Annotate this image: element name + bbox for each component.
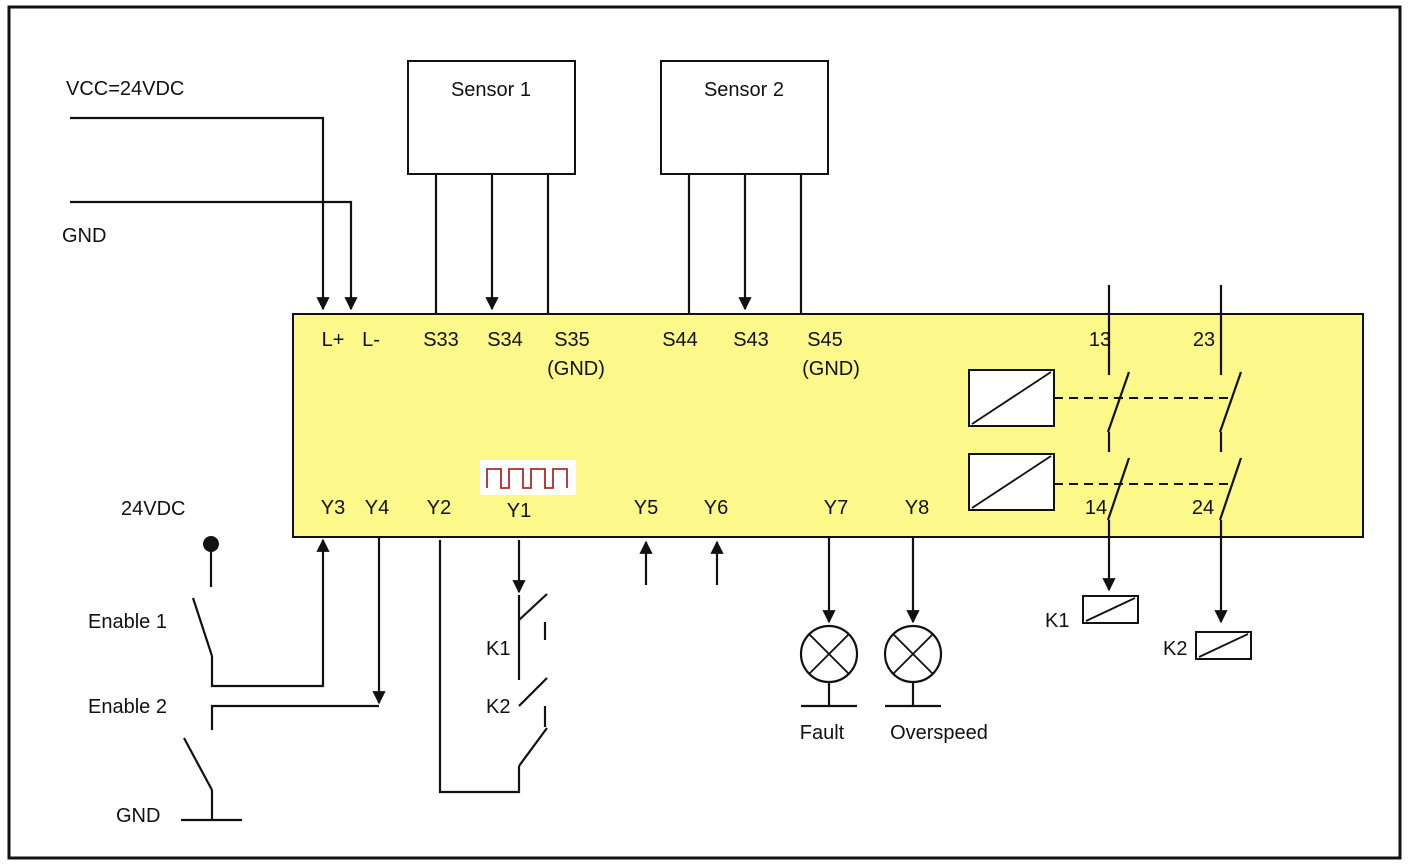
terminal-13: 13 — [1089, 329, 1111, 351]
sensor-2-box — [660, 60, 829, 175]
enable-1-to-y3-wire — [210, 538, 330, 688]
terminal-14: 14 — [1085, 497, 1107, 519]
pulse-signal-icon — [480, 460, 576, 495]
k1-coil-symbol — [1082, 595, 1139, 624]
feedback-loop-wire — [438, 540, 521, 794]
sensor-1-box — [407, 60, 576, 175]
enable-2-label: Enable 2 — [88, 696, 167, 718]
terminal-y7: Y7 — [824, 497, 848, 519]
terminal-24: 24 — [1192, 497, 1214, 519]
enable-2-wire — [210, 704, 379, 730]
terminal-y1: Y1 — [507, 500, 531, 522]
enable-1-switch-blade — [191, 597, 214, 657]
terminal-s45: S45 — [807, 329, 843, 351]
terminal-lminus: L- — [362, 329, 380, 351]
contact-14-blade — [1106, 457, 1131, 521]
gnd-top-label: GND — [62, 225, 106, 247]
terminal-s33: S33 — [423, 329, 459, 351]
gnd-wire — [70, 200, 358, 311]
k2-coil-label: K2 — [1163, 638, 1187, 660]
k2-switch-label: K2 — [486, 696, 510, 718]
k2-contact-blade — [518, 677, 548, 707]
relay-coil-lower — [968, 453, 1055, 511]
k1-contact-blade — [518, 593, 548, 621]
sensor-2-label: Sensor 2 — [704, 79, 784, 101]
terminal-y6: Y6 — [704, 497, 728, 519]
k2-coil-symbol — [1195, 631, 1252, 660]
terminal-23: 23 — [1193, 329, 1215, 351]
enable-1-label: Enable 1 — [88, 611, 167, 633]
terminal-s35: S35 — [554, 329, 590, 351]
terminal-s35-sub: (GND) — [547, 358, 605, 380]
terminal-y2: Y2 — [427, 497, 451, 519]
terminal-y4: Y4 — [365, 497, 389, 519]
terminal-s44: S44 — [662, 329, 698, 351]
overspeed-label: Overspeed — [890, 722, 988, 744]
terminal-y3: Y3 — [321, 497, 345, 519]
contact-23-blade — [1218, 371, 1243, 433]
k1-switch-label: K1 — [486, 638, 510, 660]
terminal-y5: Y5 — [634, 497, 658, 519]
terminal-lplus: L+ — [322, 329, 345, 351]
overspeed-lamp-icon — [883, 624, 943, 708]
fault-lamp-icon — [799, 624, 859, 708]
vcc-label: VCC=24VDC — [66, 78, 184, 100]
terminal-s34: S34 — [487, 329, 523, 351]
safety-module-body — [292, 313, 1364, 538]
k1-coil-label: K1 — [1045, 610, 1069, 632]
supply-24vdc-label: 24VDC — [121, 498, 185, 520]
terminal-y8: Y8 — [905, 497, 929, 519]
contact-13-blade — [1106, 371, 1131, 433]
enable-2-switch-blade — [183, 737, 213, 791]
vcc-wire — [70, 116, 330, 311]
fault-label: Fault — [800, 722, 845, 744]
contact-24-blade — [1218, 457, 1243, 521]
k2-contact-lower-blade — [518, 727, 548, 767]
sensor-1-label: Sensor 1 — [451, 79, 531, 101]
relay-coil-upper — [968, 369, 1055, 427]
gnd-bottom-label: GND — [116, 805, 160, 827]
terminal-s43: S43 — [733, 329, 769, 351]
terminal-s45-sub: (GND) — [802, 358, 860, 380]
